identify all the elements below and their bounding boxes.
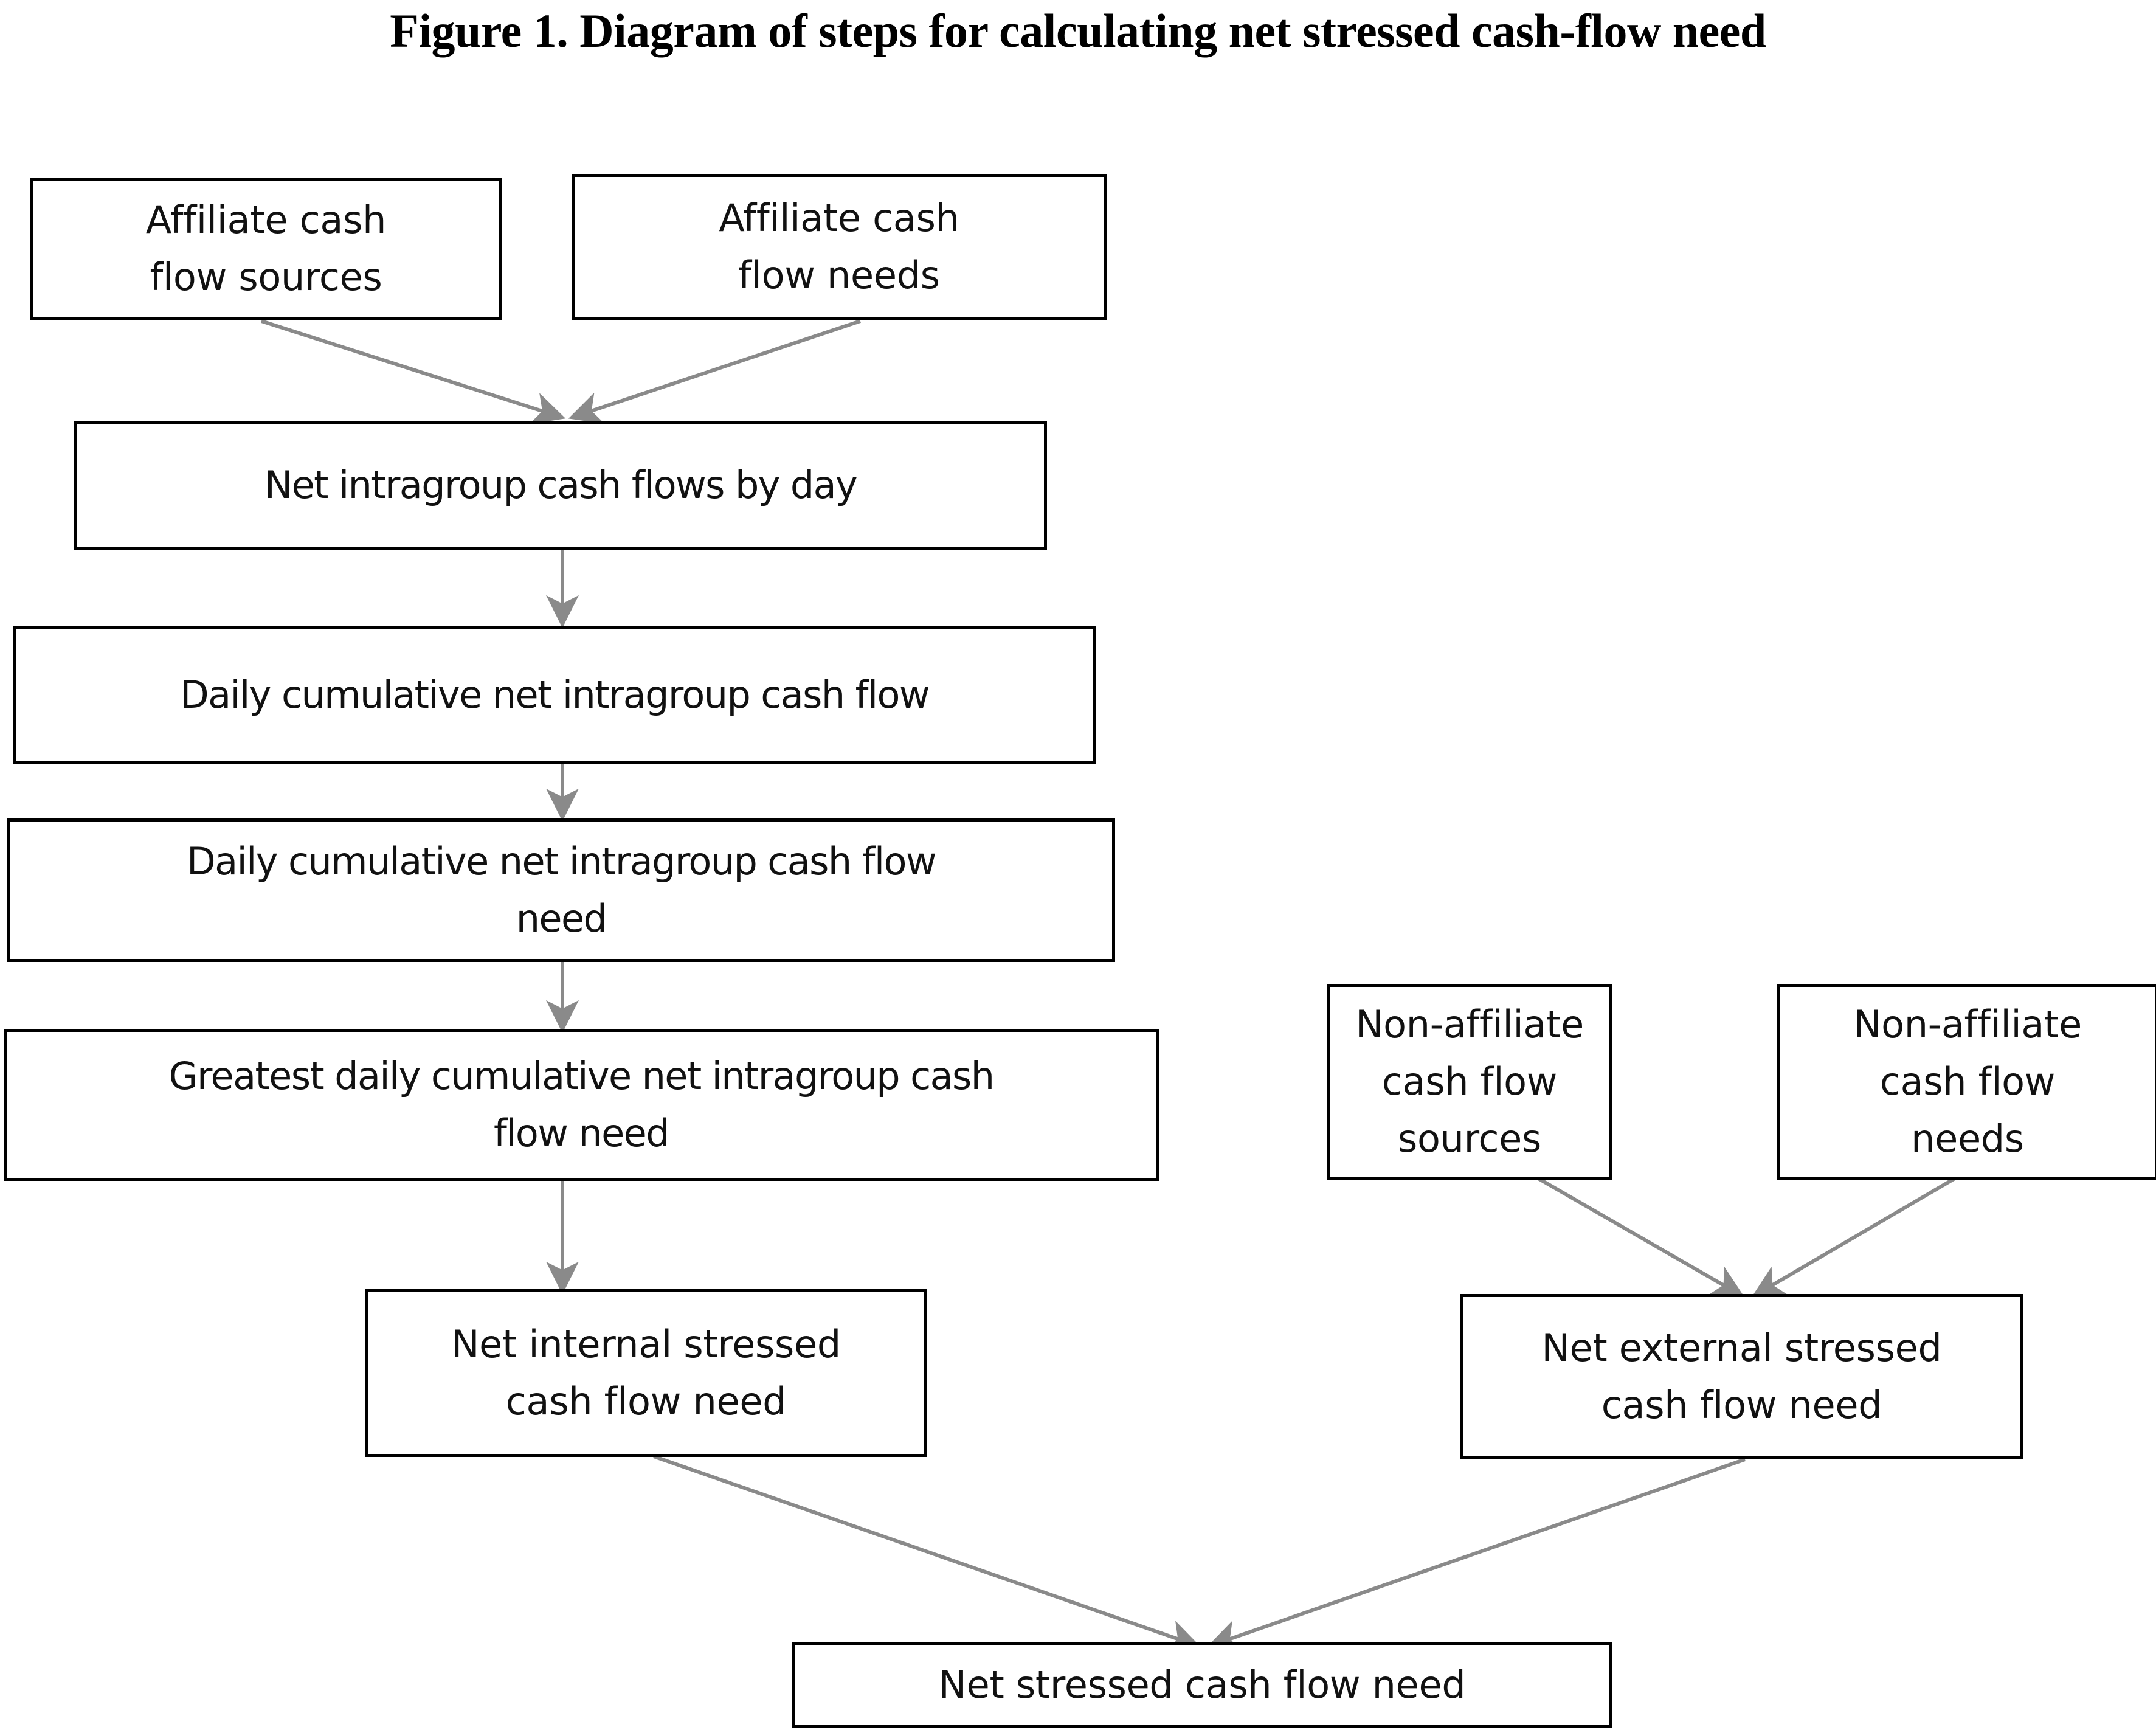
node-label-greatest-daily-need: Greatest daily cumulative net intragroup… [168,1053,995,1155]
node-greatest-daily-cumulative-net-intragroup-cash-flow-need[interactable]: Greatest daily cumulative net intragroup… [4,1029,1159,1181]
arrow-non-affiliate-sources-to-net-external [1537,1177,1745,1298]
node-net-external-stressed-cash-flow-need[interactable]: Net external stressed cash flow need [1460,1294,2023,1459]
node-net-stressed-cash-flow-need[interactable]: Net stressed cash flow need [792,1642,1612,1728]
node-label-affiliate-needs: Affiliate cash flow needs [719,195,959,297]
node-label-net-stressed: Net stressed cash flow need [938,1662,1466,1707]
node-label-affiliate-sources: Affiliate cash flow sources [145,197,387,299]
node-daily-cumulative-net-intragroup-cash-flow[interactable]: Daily cumulative net intragroup cash flo… [13,626,1096,764]
node-label-net-internal: Net internal stressed cash flow need [451,1321,841,1424]
node-daily-cumulative-net-intragroup-cash-flow-need[interactable]: Daily cumulative net intragroup cash flo… [7,818,1115,962]
figure-title: Figure 1. Diagram of steps for calculati… [390,4,1766,57]
node-label-non-affiliate-needs: Non-affiliate cash flow needs [1853,1002,2082,1161]
arrow-affiliate-needs-to-net-intragroup [568,319,861,424]
node-label-daily-cumulative-flow: Daily cumulative net intragroup cash flo… [180,672,930,717]
arrow-net-internal-to-net-stressed [653,1455,1201,1652]
arrow-non-affiliate-needs-to-net-external [1751,1177,1956,1298]
node-affiliate-cash-flow-sources[interactable]: Affiliate cash flow sources [30,178,502,320]
node-label-non-affiliate-sources: Non-affiliate cash flow sources [1355,1002,1584,1161]
node-affiliate-cash-flow-needs[interactable]: Affiliate cash flow needs [572,174,1107,320]
arrow-affiliate-sources-to-net-intragroup [261,319,566,424]
node-net-intragroup-cash-flows-by-day[interactable]: Net intragroup cash flows by day [74,421,1047,550]
node-label-net-external: Net external stressed cash flow need [1541,1325,1942,1427]
arrow-net-external-to-net-stressed [1206,1458,1746,1652]
node-net-internal-stressed-cash-flow-need[interactable]: Net internal stressed cash flow need [365,1289,927,1457]
node-label-net-intragroup-by-day: Net intragroup cash flows by day [264,462,858,507]
node-non-affiliate-cash-flow-needs[interactable]: Non-affiliate cash flow needs [1777,984,2156,1180]
node-label-daily-cumulative-need: Daily cumulative net intragroup cash flo… [187,839,937,941]
node-non-affiliate-cash-flow-sources[interactable]: Non-affiliate cash flow sources [1327,984,1612,1180]
